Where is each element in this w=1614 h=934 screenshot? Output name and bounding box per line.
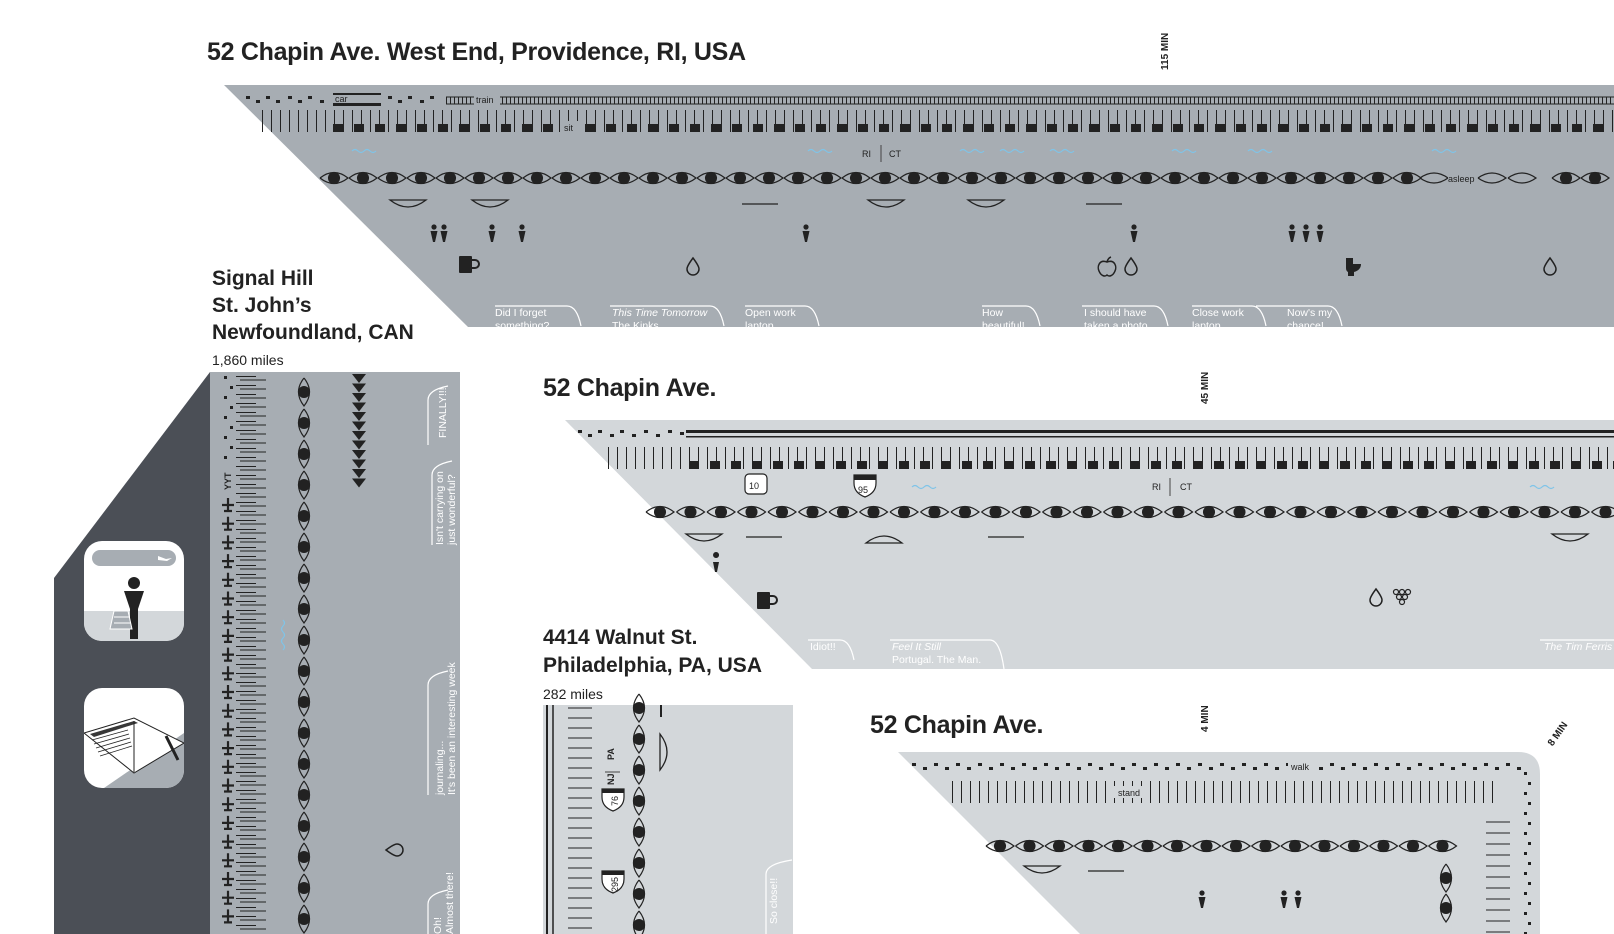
trip1-toilet-icon: [1346, 258, 1361, 276]
trip2-route-a: 10: [749, 481, 759, 491]
origin-b-interstate-shield-a: [601, 788, 625, 812]
trip2-dotted-row: [578, 430, 684, 437]
trip1-drop-icon-3: [1543, 256, 1557, 276]
origin-a-distance: 1,860 miles: [212, 352, 284, 368]
trip2-eye-row: [645, 505, 1614, 519]
trip2-note-brackets: [808, 639, 1614, 670]
origin-b-state-b: PA: [606, 748, 616, 760]
origin-b-distance: 282 miles: [543, 686, 603, 702]
trip1-coffee-icon: [459, 256, 480, 273]
origin-a-drop-icon: [384, 843, 404, 857]
trip2-grapes-icon: [1392, 588, 1412, 606]
origin-b-note-1: So close!!: [768, 877, 780, 924]
trip1-eye-row: [319, 171, 1610, 185]
trip1-band: [224, 85, 1614, 327]
trip2-band: [565, 420, 1614, 669]
origin-b-route-a: 76: [610, 796, 620, 806]
trip3-band: [898, 752, 1540, 934]
trip1-state-b: CT: [889, 149, 901, 159]
trip2-duration: 45 MIN: [1200, 371, 1211, 404]
origin-a-person-column: [352, 374, 366, 488]
origin-b-note-bracket: [765, 859, 793, 934]
trip1-drop-icon-2: [1124, 256, 1138, 276]
trip2-coffee-icon: [757, 592, 778, 609]
trip1-state-a: RI: [862, 149, 871, 159]
journal-notebook-icon: [84, 688, 184, 788]
trip2-route-b: 95: [858, 485, 868, 495]
trip3-duration-a: 4 MIN: [1200, 705, 1211, 732]
trip3-eye-row: [985, 839, 1458, 853]
origin-a-note-3: journaling...It's been an interesting we…: [434, 662, 458, 795]
trip3-person-icons: [1198, 890, 1302, 908]
origin-b-state-a: NJ: [606, 773, 616, 785]
trip1-car-row: [246, 93, 434, 106]
side-panel: [54, 372, 210, 934]
origin-b-interstate-shield-b: [601, 870, 625, 894]
origin-b-title: 4414 Walnut St.Philadelphia, PA, USA: [543, 626, 762, 677]
origin-a-note-4: Oh!Almost there!: [432, 872, 456, 934]
trip2-route-shield-a: [744, 473, 768, 495]
trip1-mouths: [388, 199, 1122, 208]
trip1-asleep-label: asleep: [1448, 174, 1475, 184]
trip3-walk-label: walk: [1290, 762, 1310, 772]
airplane-traveler-icon: [84, 541, 184, 641]
origin-a-note-brackets: [427, 385, 453, 934]
trip1-water-marks: [351, 148, 1457, 154]
trip1-title: 52 Chapin Ave. West End, Providence, RI,…: [207, 38, 746, 66]
trip2-note-3: The Tim Ferris S: [1544, 641, 1614, 653]
trip2-state-a: RI: [1152, 482, 1161, 492]
trip1-drop-icon: [686, 256, 700, 276]
origin-b-band: [543, 705, 793, 934]
origin-a-note-1: FINALLY!!!: [437, 387, 449, 438]
trip2-interstate-shield: [853, 474, 877, 498]
origin-b-route-b: 295: [610, 877, 620, 892]
origin-a-band: [210, 372, 460, 934]
trip2-person-icon: [713, 552, 720, 572]
trip1-apple-icon: [1097, 256, 1117, 277]
trip3-title: 52 Chapin Ave.: [870, 711, 1044, 739]
trip3-stand-label: stand: [1118, 788, 1140, 798]
trip1-car-label: car: [335, 94, 348, 104]
trip2-mouths: [684, 533, 1590, 544]
trip1-person-icons: [430, 224, 1324, 242]
trip2-state-b: CT: [1180, 482, 1192, 492]
trip2-drop-icon: [1369, 587, 1383, 607]
trip3-mouths: [1022, 865, 1124, 874]
trip1-train-track: [446, 96, 1614, 105]
trip1-note-brackets: [495, 305, 1343, 327]
origin-a-dotted-row: [224, 376, 233, 459]
trip2-note-1: Idiot!!: [810, 641, 836, 653]
trip1-sit-label: sit: [564, 123, 573, 133]
trip2-water-marks: [911, 484, 1555, 490]
origin-a-airport: YYT: [223, 472, 233, 490]
trip1-train-label: train: [476, 95, 494, 105]
trip2-title: 52 Chapin Ave.: [543, 374, 717, 402]
